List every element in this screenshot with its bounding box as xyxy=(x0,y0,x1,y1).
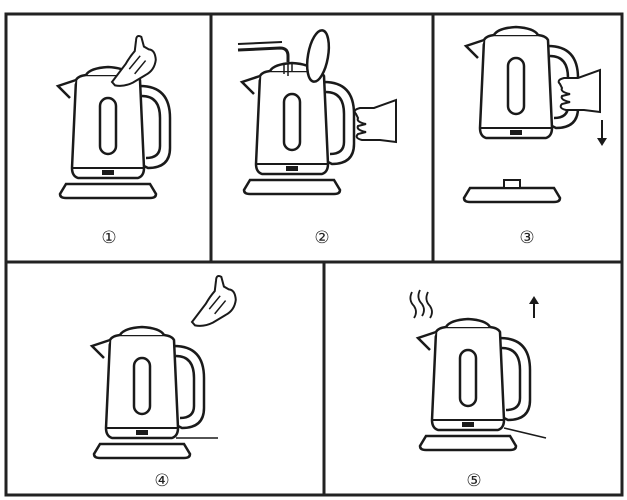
panel-5: ⑤ xyxy=(410,290,546,491)
pointing-hand-icon xyxy=(182,273,240,328)
step-label: ① xyxy=(101,228,116,248)
step-label: ④ xyxy=(154,471,169,491)
step-label: ③ xyxy=(519,228,534,248)
panel-1: ① xyxy=(58,33,170,248)
gripping-hand-icon xyxy=(559,70,600,112)
base-illustration xyxy=(464,180,560,202)
steam-icon xyxy=(410,290,432,318)
panel-4: ④ xyxy=(92,273,241,491)
gripping-hand-icon xyxy=(355,100,396,142)
step-label: ② xyxy=(314,228,329,248)
kettle-illustration xyxy=(58,67,170,198)
arrow-down-icon xyxy=(597,120,607,146)
arrow-up-icon xyxy=(529,296,539,318)
panel-2: ② xyxy=(238,29,396,248)
panel-3: ③ xyxy=(464,27,607,248)
kettle-illustration xyxy=(242,29,354,194)
step-label: ⑤ xyxy=(466,471,481,491)
